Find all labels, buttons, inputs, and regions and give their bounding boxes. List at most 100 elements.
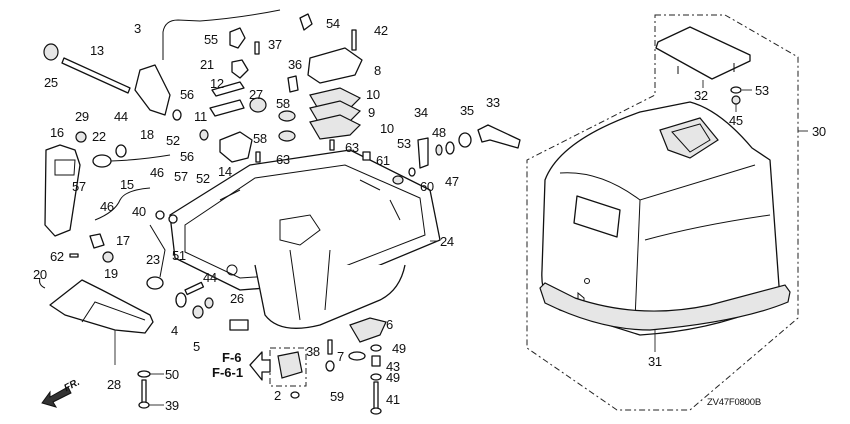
part-29-nut [75,131,87,143]
callout-56b: 56 [180,149,194,164]
callout-57a: 57 [174,169,188,184]
callout-43: 43 [386,359,400,374]
callout-52a: 52 [166,133,180,148]
callout-5: 5 [193,339,200,354]
part-19-grommet [102,251,114,263]
part-11-lever [209,99,245,117]
part-54-clip [299,13,313,31]
callout-51: 51 [172,248,186,263]
part-58-grommet-upper [278,110,296,122]
callout-31: 31 [648,354,662,369]
callout-46a: 46 [150,165,164,180]
callout-22: 22 [92,129,106,144]
callout-15: 15 [120,177,134,192]
callout-7: 7 [337,349,344,364]
part-2-clip [290,391,300,399]
part-5-grommet [192,305,204,319]
under-case [169,149,441,329]
callout-30: 30 [812,124,826,139]
callout-19: 19 [104,266,118,281]
callout-42: 42 [374,23,388,38]
callout-38: 38 [306,344,320,359]
callout-14: 14 [218,164,232,179]
callout-49b: 49 [386,370,400,385]
part-49-washer [370,373,382,381]
callout-44a: 44 [114,109,128,124]
callout-53a: 53 [397,136,411,151]
part-48-nut [435,144,443,156]
reference-label-f6-1[interactable]: F-6-1 [212,365,244,380]
part-36-clip [287,75,299,93]
callout-18: 18 [140,127,154,142]
part-41-bolt [373,381,379,411]
part-35-collar [458,132,472,148]
callout-35: 35 [460,103,474,118]
callout-6: 6 [386,317,393,332]
part-37-bolt [254,41,260,55]
part-38-bolt [327,339,333,355]
callout-44b: 44 [203,270,217,285]
part-63-bolt-b [329,139,335,151]
reference-arrow [249,351,271,381]
cover-seal [539,282,791,331]
part-47-washer [445,141,455,155]
callout-2: 2 [274,388,281,403]
part-44-nut [204,297,214,309]
part-4-knob [175,292,187,308]
part-63-bolt-a [255,151,261,163]
part-43-nut [371,355,381,367]
part-39-bolt [141,379,147,405]
callout-63a: 63 [276,152,290,167]
part-60-nut [392,175,404,185]
callout-36: 36 [288,57,302,72]
part-6-mount [349,317,387,343]
callout-54: 54 [326,16,340,31]
part-61-collar [362,151,371,161]
part-55-clamp [229,27,246,49]
callout-50: 50 [165,367,179,382]
callout-47: 47 [445,174,459,189]
part-12-link [211,81,245,97]
callout-39: 39 [165,398,179,413]
callout-27: 27 [249,87,263,102]
part-22-switch [92,154,112,168]
part-18-lever [134,64,171,116]
part-26-pad [229,319,249,331]
callout-59: 59 [330,389,344,404]
callout-52b: 52 [196,171,210,186]
part-52-washer-b [199,129,209,141]
reference-label-f6[interactable]: F-6 [222,350,242,365]
engine-cover [541,101,781,336]
bottom-bracket [49,279,154,334]
callout-20: 20 [33,267,47,282]
part-51-grommet [168,214,178,224]
part-44-nut-left [115,144,127,158]
callout-17: 17 [116,233,130,248]
part-25-grommet [43,43,59,61]
callout-49a: 49 [392,341,406,356]
part-3-cable [162,9,281,60]
callout-26: 26 [230,291,244,306]
part-59-collar [325,360,335,372]
callout-45: 45 [729,113,743,128]
part-13-rod [61,57,131,94]
callout-63b: 63 [345,140,359,155]
callout-55: 55 [204,32,218,47]
part-27-grommet [249,97,267,113]
callout-29: 29 [75,109,89,124]
callout-33: 33 [486,95,500,110]
part-40-grommet [155,210,165,220]
cover-lid [655,26,751,80]
part-7-seal [348,351,366,361]
callout-10b: 10 [380,121,394,136]
callout-37: 37 [268,37,282,52]
callout-60: 60 [420,179,434,194]
callout-11: 11 [194,109,207,124]
part-14-lever [219,131,253,163]
cover-assembly-boundary [526,14,799,411]
part-50-washer [137,370,151,378]
part-45-grommet [731,95,741,105]
callout-62: 62 [50,249,64,264]
callout-10a: 10 [366,87,380,102]
